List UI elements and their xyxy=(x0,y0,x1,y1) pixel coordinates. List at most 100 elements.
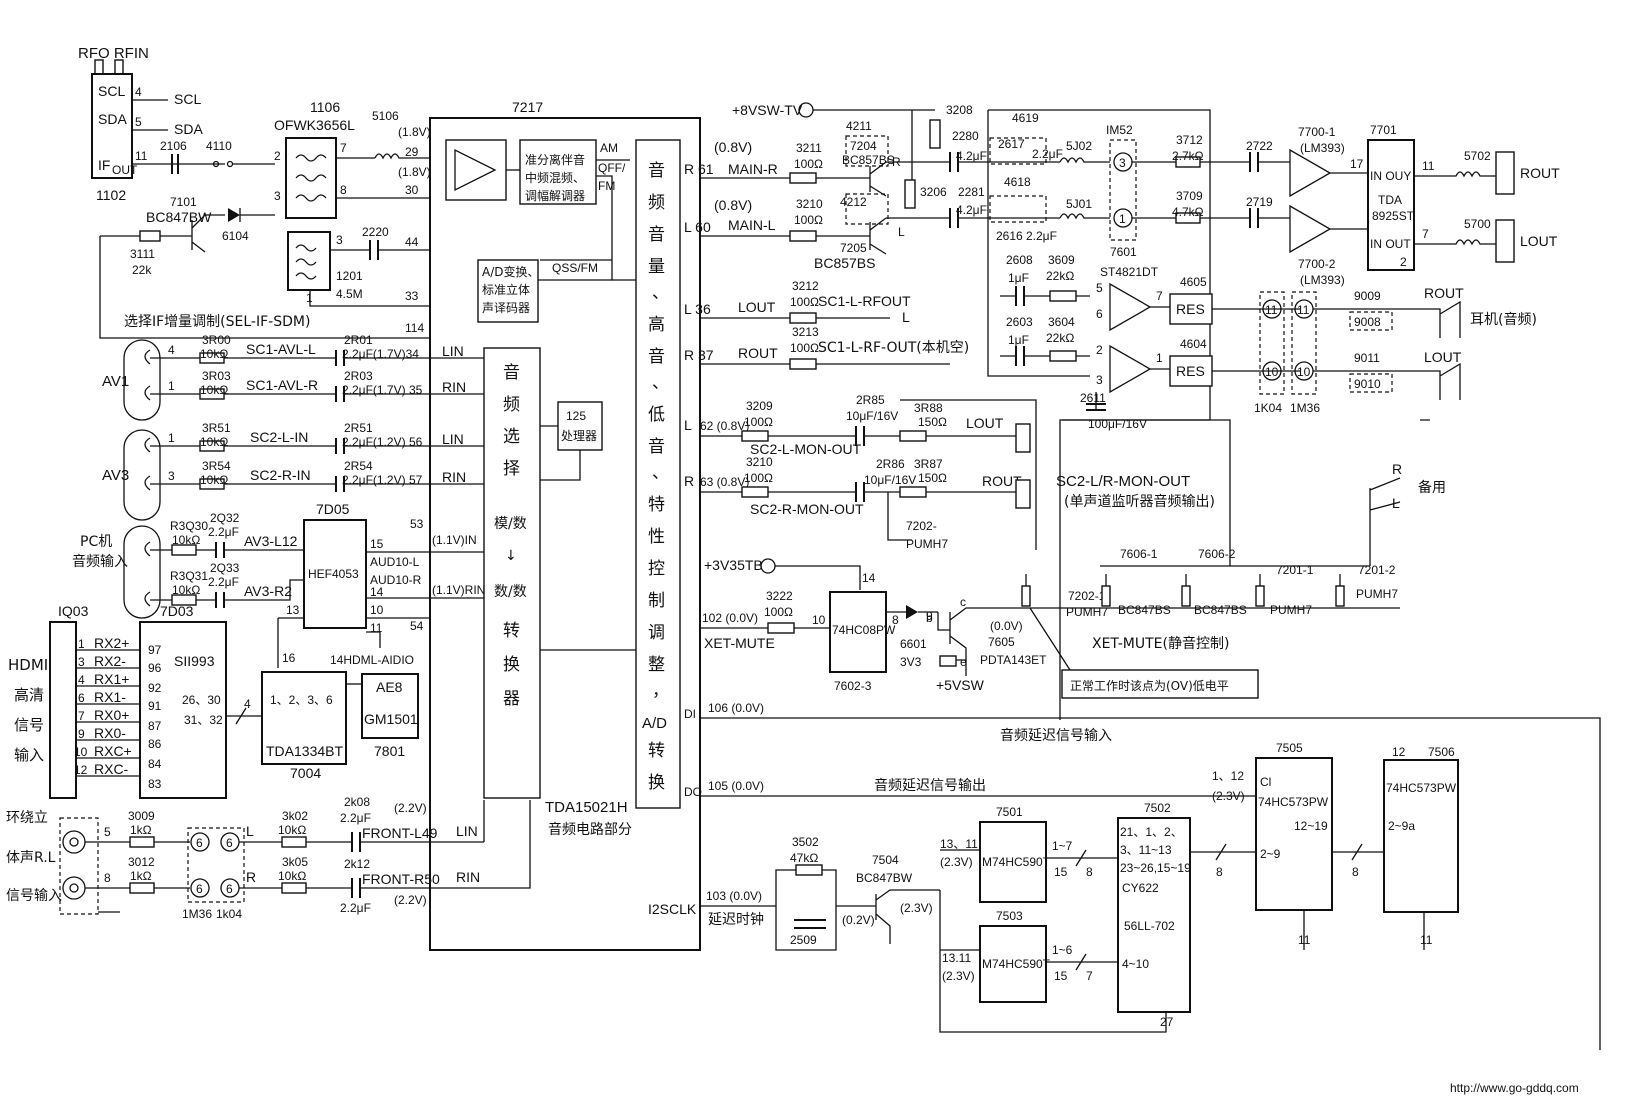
svg-text:5J02: 5J02 xyxy=(1066,139,1092,153)
svg-text:SC1-L-RFOUT: SC1-L-RFOUT xyxy=(818,293,911,309)
svg-text:SCL: SCL xyxy=(174,91,201,107)
svg-text:31、32: 31、32 xyxy=(184,713,223,727)
svg-text:2R01: 2R01 xyxy=(344,333,373,347)
svg-text:10: 10 xyxy=(370,603,384,617)
svg-text:延迟时钟: 延迟时钟 xyxy=(708,911,764,928)
svg-text:(2.3V): (2.3V) xyxy=(942,969,975,983)
svg-text:3609: 3609 xyxy=(1048,253,1075,267)
svg-text:频: 频 xyxy=(648,193,665,213)
svg-text:6104: 6104 xyxy=(222,229,249,243)
svg-text:音: 音 xyxy=(503,363,520,383)
svg-text:2R03: 2R03 xyxy=(344,369,373,383)
svg-text:正常工作时该点为(OV)低电平: 正常工作时该点为(OV)低电平 xyxy=(1070,679,1229,693)
svg-text:3V3: 3V3 xyxy=(900,655,922,669)
svg-text:信号: 信号 xyxy=(14,716,44,734)
svg-text:(2.2V): (2.2V) xyxy=(394,893,427,907)
svg-text:2: 2 xyxy=(1400,255,1407,269)
svg-text:、: 、 xyxy=(652,283,669,303)
svg-text:7501: 7501 xyxy=(996,805,1023,819)
svg-text:择: 择 xyxy=(503,459,520,479)
svg-text:L: L xyxy=(246,823,254,839)
svg-text:7004: 7004 xyxy=(290,765,321,781)
svg-text:AE8: AE8 xyxy=(376,679,403,695)
svg-text:1kΩ: 1kΩ xyxy=(130,823,152,837)
svg-text:4605: 4605 xyxy=(1180,275,1207,289)
svg-text:RX1-: RX1- xyxy=(94,689,126,705)
svg-text:整: 整 xyxy=(648,655,665,675)
svg-text:92: 92 xyxy=(148,681,162,695)
svg-text:1102: 1102 xyxy=(96,187,126,203)
svg-text:3R88: 3R88 xyxy=(914,401,943,415)
svg-text:2Q32: 2Q32 xyxy=(210,511,240,525)
svg-text:A/D: A/D xyxy=(642,715,667,732)
svg-text:7504: 7504 xyxy=(872,853,899,867)
svg-text:3222: 3222 xyxy=(766,589,793,603)
svg-text:音: 音 xyxy=(648,437,665,457)
svg-text:114: 114 xyxy=(405,321,424,335)
svg-text:(单声道监听器音频输出): (单声道监听器音频输出) xyxy=(1064,493,1215,510)
svg-text:5: 5 xyxy=(104,825,111,839)
svg-text:3: 3 xyxy=(336,233,343,247)
svg-text:模/数: 模/数 xyxy=(494,516,527,532)
svg-text:CY622: CY622 xyxy=(1122,881,1159,895)
svg-text:RXC+: RXC+ xyxy=(94,743,132,759)
svg-text:6: 6 xyxy=(226,882,233,896)
svg-text:13.11: 13.11 xyxy=(942,951,971,965)
svg-text:12~19: 12~19 xyxy=(1294,819,1328,833)
svg-text:12: 12 xyxy=(74,763,88,777)
svg-text:(1.8V): (1.8V) xyxy=(398,165,431,179)
svg-text:6: 6 xyxy=(226,836,233,850)
svg-text:4.7kΩ: 4.7kΩ xyxy=(1172,205,1204,219)
svg-text:MAIN-L: MAIN-L xyxy=(728,217,776,233)
svg-text:150Ω: 150Ω xyxy=(918,471,947,485)
svg-text:SC1-AVL-R: SC1-AVL-R xyxy=(246,377,318,393)
svg-text:频: 频 xyxy=(503,395,520,415)
svg-text:LIN: LIN xyxy=(442,343,464,359)
svg-text:7801: 7801 xyxy=(374,743,405,759)
svg-text:6601: 6601 xyxy=(900,637,927,651)
svg-text:9009: 9009 xyxy=(1354,289,1381,303)
svg-text:声译码器: 声译码器 xyxy=(482,301,530,315)
svg-text:+3V35TB: +3V35TB xyxy=(704,557,763,573)
svg-text:PUMH7: PUMH7 xyxy=(1066,605,1108,619)
tuner-box xyxy=(91,73,133,179)
svg-text:7: 7 xyxy=(340,141,347,155)
svg-text:53: 53 xyxy=(410,517,424,531)
svg-text:8925ST: 8925ST xyxy=(1372,209,1415,223)
svg-text:3: 3 xyxy=(1096,373,1103,387)
svg-text:3: 3 xyxy=(168,469,175,483)
svg-text:(0.8V): (0.8V) xyxy=(714,197,752,213)
svg-text:2R51: 2R51 xyxy=(344,421,373,435)
svg-text:10kΩ: 10kΩ xyxy=(278,869,306,883)
svg-text:RX0-: RX0- xyxy=(94,725,126,741)
svg-text:1: 1 xyxy=(1119,212,1126,226)
svg-text:7101: 7101 xyxy=(170,195,197,209)
svg-text:音: 音 xyxy=(648,225,665,245)
svg-text:7: 7 xyxy=(1086,969,1093,983)
svg-text:2616: 2616 xyxy=(996,229,1023,243)
svg-text:6: 6 xyxy=(196,836,203,850)
svg-text:103 (0.0V): 103 (0.0V) xyxy=(706,889,762,903)
svg-text:2.7kΩ: 2.7kΩ xyxy=(1172,149,1204,163)
svg-text:RIN: RIN xyxy=(442,469,466,485)
svg-text:3R00: 3R00 xyxy=(202,333,231,347)
svg-text:3009: 3009 xyxy=(128,809,155,823)
svg-text:耳机(音频): 耳机(音频) xyxy=(1470,311,1537,328)
svg-text:换: 换 xyxy=(648,773,665,793)
svg-text:1μF: 1μF xyxy=(1008,271,1029,285)
svg-text:2~9: 2~9 xyxy=(1260,847,1281,861)
q7101-group: 7101 BC847BW 6104 3111 22k xyxy=(99,195,430,339)
svg-text:AM: AM xyxy=(600,141,618,155)
svg-text:96: 96 xyxy=(148,661,162,675)
svg-text:TDA15021H: TDA15021H xyxy=(545,799,628,816)
svg-text:3k05: 3k05 xyxy=(282,855,308,869)
svg-text:(2.3V): (2.3V) xyxy=(940,855,973,869)
svg-text:23~26,15~19: 23~26,15~19 xyxy=(1120,861,1191,875)
svg-text:7: 7 xyxy=(1422,227,1429,241)
svg-text:(1.1V)RIN: (1.1V)RIN xyxy=(432,583,485,597)
svg-text:R3Q31: R3Q31 xyxy=(170,569,208,583)
svg-text:PUMH7: PUMH7 xyxy=(1270,603,1312,617)
svg-text:2.2μF: 2.2μF xyxy=(340,901,371,915)
svg-text:15: 15 xyxy=(1054,865,1068,879)
svg-text:2.2μF(1.7V) 35: 2.2μF(1.7V) 35 xyxy=(342,383,423,397)
